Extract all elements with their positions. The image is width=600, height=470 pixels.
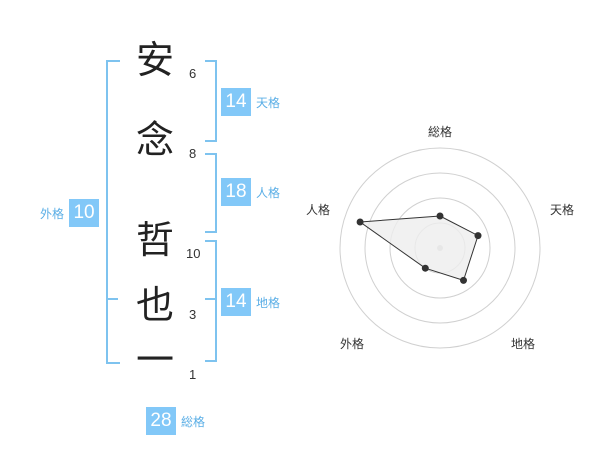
stroke-count-5: 1 (189, 367, 197, 382)
soukaku-label: 総格 (181, 414, 206, 429)
radar-axis-label-chikaku: 地格 (511, 337, 536, 351)
radar-point-3 (460, 276, 467, 284)
radar-axis-label-jinkaku: 人格 (306, 203, 331, 217)
radar-ring (339, 147, 541, 349)
soukaku-value: 28 (146, 407, 176, 435)
chikaku-badge: 14 地格 (221, 288, 280, 316)
gaikaku-bracket (106, 60, 120, 364)
radar-point-4 (421, 264, 429, 272)
chikaku-value: 14 (221, 288, 251, 316)
radar-point-1 (436, 212, 444, 220)
stroke-count-3: 10 (186, 246, 201, 261)
kanji-3: 哲 (135, 218, 174, 262)
chikaku-bracket (205, 240, 217, 362)
gaikaku-value: 10 (69, 199, 100, 227)
stroke-count-2: 8 (189, 146, 197, 161)
radar-axis-label-gaikaku: 外格 (340, 337, 365, 351)
jinkaku-value: 18 (221, 178, 251, 206)
radar-series-polygon (358, 215, 479, 282)
tenkaku-bracket (205, 60, 217, 142)
tenkaku-badge: 14 天格 (221, 88, 280, 116)
gaikaku-badge: 10 外格 (40, 199, 100, 227)
kanji-1: 安 (135, 38, 174, 82)
gaikaku-label: 外格 (40, 206, 65, 221)
tenkaku-value: 14 (221, 88, 251, 116)
jinkaku-badge: 18 人格 (221, 178, 280, 206)
stroke-count-1: 6 (189, 66, 197, 81)
radar-point-2 (474, 232, 482, 240)
gaikaku-bracket-tick (106, 298, 118, 300)
stroke-count-4: 3 (189, 307, 197, 322)
kanji-5: 一 (135, 338, 174, 382)
chikaku-label: 地格 (256, 295, 281, 310)
radar-ring (364, 172, 516, 324)
tenkaku-label: 天格 (256, 95, 281, 110)
kanji-2: 念 (135, 118, 174, 162)
kanji-4: 也 (135, 283, 174, 327)
radar-ring (389, 197, 491, 299)
jinkaku-label: 人格 (256, 185, 281, 200)
jinkaku-bracket (205, 153, 217, 233)
chikaku-bracket-tick (205, 298, 215, 300)
radar-axis-label-tenkaku: 天格 (550, 203, 575, 217)
radar-axis-label-soukaku: 総格 (428, 125, 453, 139)
soukaku-badge: 28 総格 (146, 407, 205, 435)
radar-point-5 (356, 218, 364, 226)
